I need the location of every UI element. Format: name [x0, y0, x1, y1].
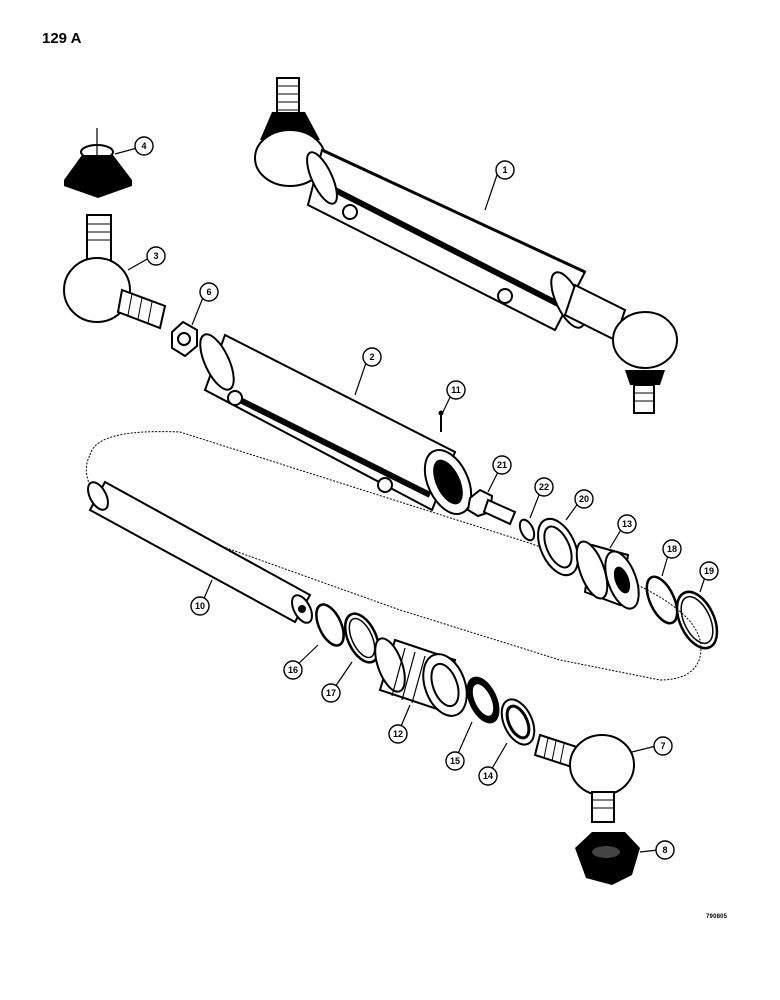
svg-text:20: 20: [579, 494, 589, 504]
part-8-dust-boot: [575, 832, 640, 885]
callout-17: 17: [321, 683, 341, 703]
svg-text:11: 11: [451, 385, 461, 395]
svg-text:15: 15: [450, 756, 460, 766]
callout-11: 11: [446, 380, 466, 400]
part-10-piston-rod: [87, 480, 313, 624]
part-21-piston-bolt: [466, 488, 517, 526]
svg-text:21: 21: [497, 460, 507, 470]
svg-text:18: 18: [667, 544, 677, 554]
svg-text:13: 13: [622, 519, 632, 529]
drawing-code: 790805: [706, 914, 728, 920]
callout-20: 20: [574, 489, 594, 509]
svg-text:22: 22: [539, 482, 549, 492]
svg-text:19: 19: [704, 566, 714, 576]
part-20-piston-seal: [537, 517, 579, 577]
callout-10: 10: [190, 596, 210, 616]
callout-1: 1: [495, 160, 515, 180]
svg-text:10: 10: [195, 601, 205, 611]
callout-16: 16: [283, 660, 303, 680]
svg-text:14: 14: [483, 771, 493, 781]
callout-8: 8: [655, 840, 675, 860]
part-7-tie-rod-end: [533, 733, 635, 823]
callout-21: 21: [492, 455, 512, 475]
part-19-backup-ring: [675, 590, 719, 650]
part-16-o-ring: [315, 603, 345, 647]
svg-text:16: 16: [288, 665, 298, 675]
callout-3: 3: [146, 246, 166, 266]
part-22-washer: [518, 518, 536, 542]
part-1-cylinder-assembly: [254, 77, 678, 414]
part-2-cylinder-barrel: [199, 333, 473, 515]
part-11-set-screw: [438, 410, 444, 432]
svg-text:12: 12: [393, 729, 403, 739]
callout-4: 4: [134, 136, 154, 156]
callout-22: 22: [534, 477, 554, 497]
part-17-backup-ring: [343, 612, 381, 664]
page-id: 129 A: [42, 30, 82, 47]
svg-text:3: 3: [153, 251, 158, 261]
svg-text:1: 1: [502, 165, 507, 175]
callout-12: 12: [388, 724, 408, 744]
part-14-wiper-seal: [500, 698, 536, 746]
part-6-jam-nut: [171, 320, 198, 358]
callout-13: 13: [617, 514, 637, 534]
callout-18: 18: [662, 539, 682, 559]
svg-text:6: 6: [206, 287, 211, 297]
assembly-boundary-line: [85, 431, 702, 681]
callout-7: 7: [653, 736, 673, 756]
part-4-dust-boot: [64, 128, 132, 198]
callout-2: 2: [362, 347, 382, 367]
part-3-tie-rod-end: [63, 214, 167, 330]
svg-text:7: 7: [660, 741, 665, 751]
part-12-gland: [374, 637, 468, 717]
callout-14: 14: [478, 766, 498, 786]
callout-19: 19: [699, 561, 719, 581]
svg-text:8: 8: [662, 845, 667, 855]
svg-text:4: 4: [141, 141, 146, 151]
part-13-piston: [575, 540, 640, 610]
part-15-rod-seal: [466, 676, 500, 724]
callout-6: 6: [199, 282, 219, 302]
svg-text:17: 17: [326, 688, 336, 698]
callout-15: 15: [445, 751, 465, 771]
svg-text:2: 2: [369, 352, 374, 362]
part-18-o-ring: [645, 575, 679, 625]
